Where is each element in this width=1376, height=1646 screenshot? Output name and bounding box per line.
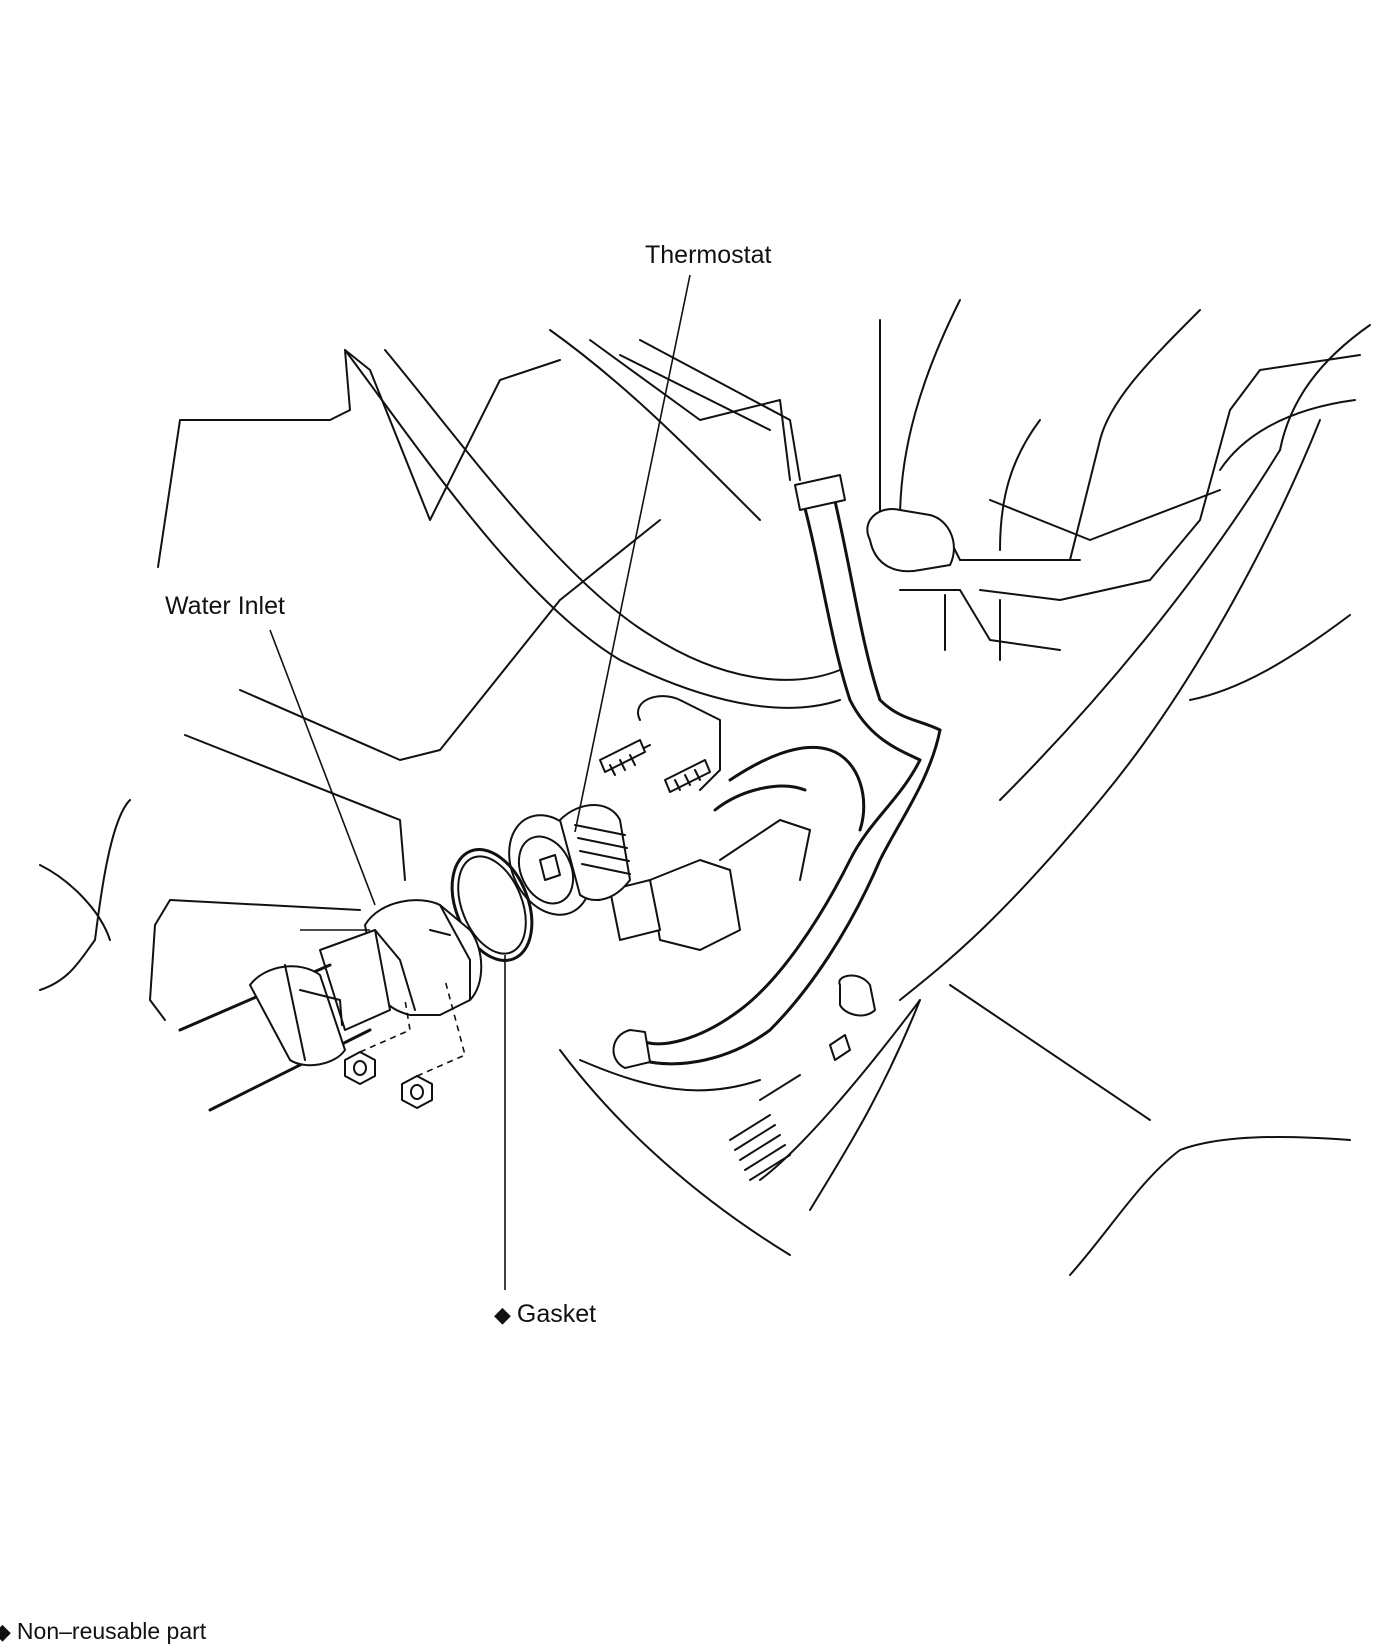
diamond-icon: ◆: [494, 1302, 511, 1327]
sensor-connector: [609, 819, 811, 951]
engine-vents: [729, 974, 876, 1181]
gasket-part: [450, 848, 534, 962]
housing-studs: [599, 695, 721, 793]
diamond-icon: ◆: [0, 1619, 11, 1644]
gasket-label: Gasket: [516, 1300, 597, 1328]
legend: ◆Non–reusable part: [0, 1620, 206, 1643]
engine-background-lines: [39, 299, 1371, 1276]
legend-label: Non–reusable part: [16, 1618, 207, 1644]
water-inlet-label: Water Inlet: [165, 592, 285, 620]
nuts: [344, 979, 466, 1109]
engine-hoses: [612, 474, 942, 1069]
leader-lines: [269, 274, 691, 1290]
thermostat-part: [508, 804, 631, 916]
gasket-label-group: ◆Gasket: [494, 1302, 596, 1327]
thermostat-label: Thermostat: [645, 241, 772, 269]
water-inlet-part: [178, 899, 483, 1112]
